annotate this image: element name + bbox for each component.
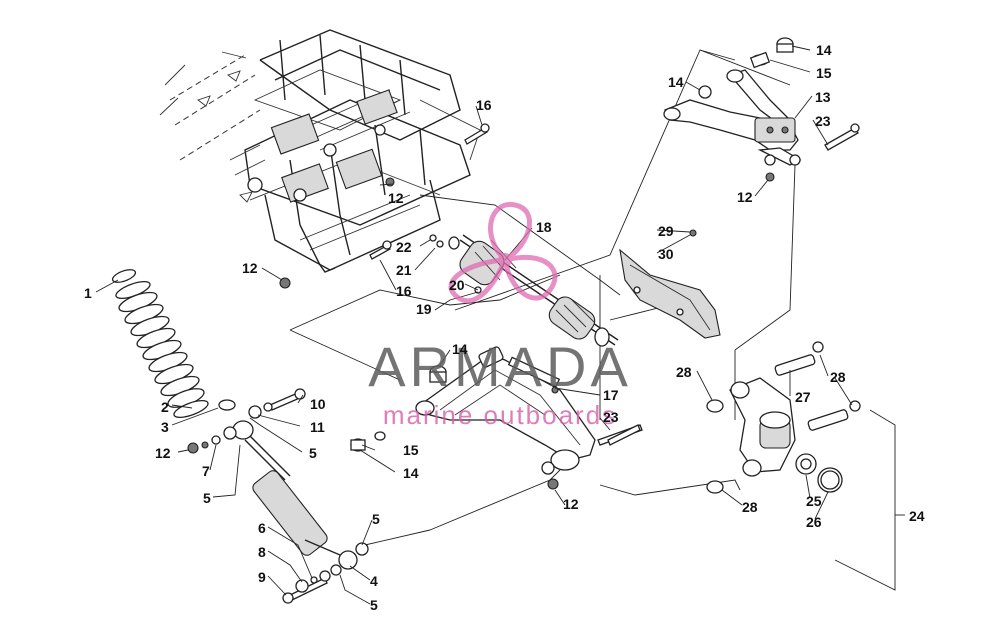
vehicle-frame <box>159 29 481 273</box>
callout-11: 11 <box>310 419 325 435</box>
callout-12-c: 12 <box>388 190 404 206</box>
callout-14-a: 14 <box>816 42 832 58</box>
callout-30: 30 <box>658 246 674 262</box>
callout-20: 20 <box>449 277 465 293</box>
callout-leaders <box>95 45 905 605</box>
callout-12-b: 12 <box>242 260 258 276</box>
callout-23-b: 23 <box>603 409 619 425</box>
callout-7: 7 <box>202 463 210 479</box>
callout-5-b: 5 <box>309 445 317 461</box>
callout-10: 10 <box>310 396 326 412</box>
callout-28-a: 28 <box>676 364 692 380</box>
callout-4: 4 <box>370 573 378 589</box>
callout-13: 13 <box>815 89 831 105</box>
callout-14-d: 14 <box>403 465 419 481</box>
callout-5-c: 5 <box>372 511 380 527</box>
steering-knuckle <box>706 341 861 494</box>
callout-15-a: 15 <box>816 65 832 81</box>
callout-24: 24 <box>909 508 925 524</box>
callout-12-a: 12 <box>155 445 171 461</box>
callout-12-e: 12 <box>737 189 753 205</box>
callout-9: 9 <box>258 569 266 585</box>
callout-8: 8 <box>258 544 266 560</box>
armada-watermark: ARMADA marine outboards <box>368 202 632 430</box>
shock-absorber <box>187 388 369 604</box>
callout-22: 22 <box>396 239 412 255</box>
watermark-tagline: marine outboards <box>383 400 617 430</box>
propeller-logo <box>448 202 558 304</box>
callout-14-c: 14 <box>452 341 468 357</box>
callout-19: 19 <box>416 301 432 317</box>
callout-2: 2 <box>161 399 169 415</box>
coil-spring <box>111 269 236 418</box>
callout-25: 25 <box>806 493 822 509</box>
callout-16-a: 16 <box>476 97 492 113</box>
frame-hardware <box>279 123 641 446</box>
callout-3: 3 <box>161 419 169 435</box>
callout-21: 21 <box>396 262 412 278</box>
skid-guard <box>619 229 721 339</box>
callout-labels: 1 2 3 4 5 5 5 5 6 7 8 9 10 11 12 12 12 1… <box>84 42 925 613</box>
callout-5-d: 5 <box>370 597 378 613</box>
callout-28-c: 28 <box>742 499 758 515</box>
callout-18: 18 <box>536 219 552 235</box>
callout-16-b: 16 <box>396 283 412 299</box>
callout-15-b: 15 <box>403 442 419 458</box>
callout-1: 1 <box>84 285 92 301</box>
callout-28-b: 28 <box>830 369 846 385</box>
callout-5-a: 5 <box>203 490 211 506</box>
upper-a-arm <box>663 37 860 182</box>
callout-27: 27 <box>795 389 811 405</box>
callout-23-a: 23 <box>815 113 831 129</box>
lower-a-arm <box>350 346 643 490</box>
callout-29: 29 <box>658 223 674 239</box>
spring-coils <box>115 281 209 418</box>
watermark-brand: ARMADA <box>368 335 632 398</box>
callout-26: 26 <box>806 514 822 530</box>
callout-14-b: 14 <box>668 74 684 90</box>
callout-17: 17 <box>603 387 619 403</box>
callout-6: 6 <box>258 520 266 536</box>
callout-12-d: 12 <box>563 496 579 512</box>
